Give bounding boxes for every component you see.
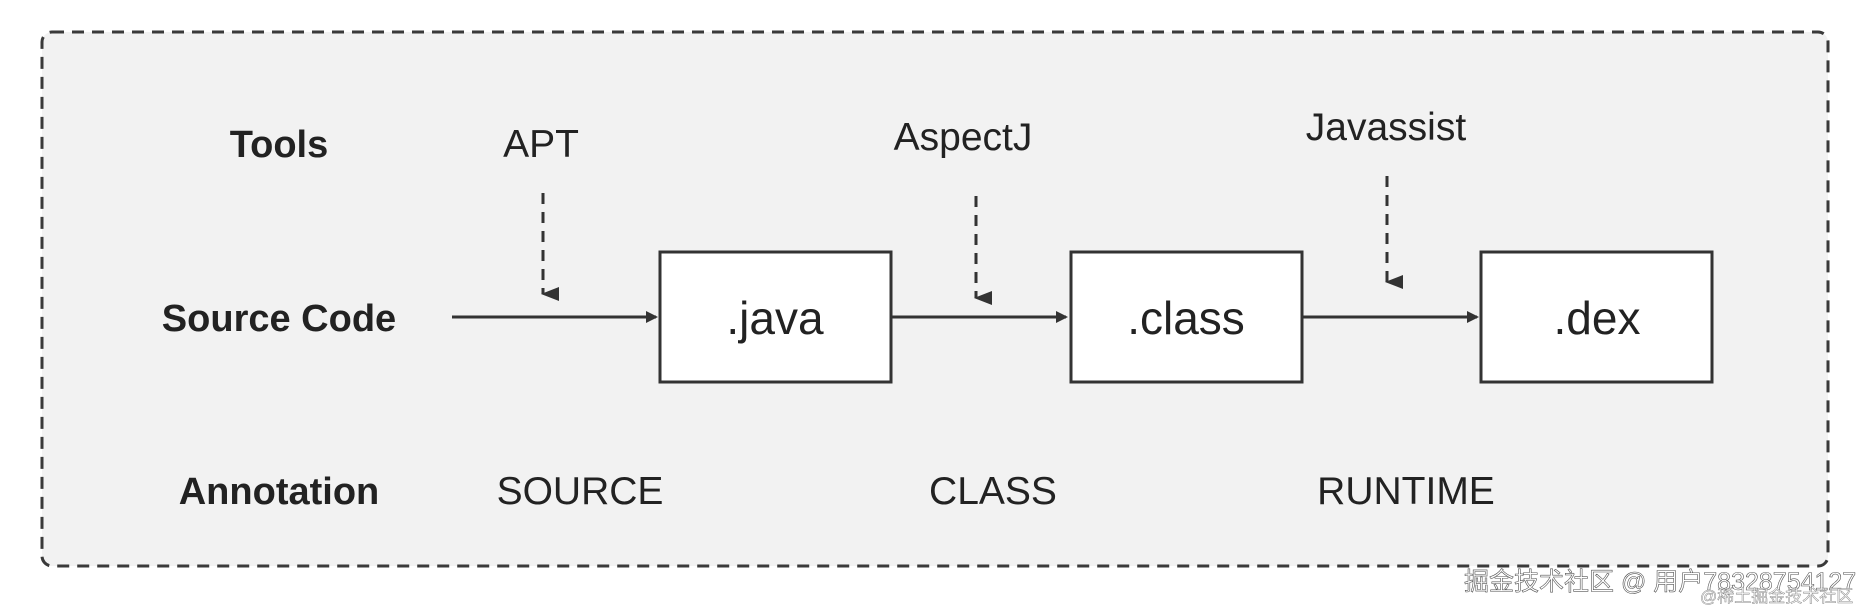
retention-label-class: CLASS — [929, 470, 1057, 513]
stage-box-java: .java — [658, 250, 893, 384]
row-label-tools: Tools — [230, 124, 329, 166]
watermark-sub: @稀土掘金技术社区 — [1700, 587, 1853, 606]
stage-label-dex: .dex — [1554, 292, 1641, 344]
retention-label-source: SOURCE — [497, 470, 664, 513]
row-label-source-code: Source Code — [162, 298, 396, 340]
tool-label-javassist: Javassist — [1306, 106, 1467, 149]
stage-label-class: .class — [1127, 292, 1245, 344]
tool-label-apt: APT — [503, 123, 579, 166]
tool-label-aspectj: AspectJ — [894, 116, 1033, 159]
row-label-annotation: Annotation — [179, 471, 380, 513]
diagram-panel — [40, 30, 1830, 568]
watermark-main: 掘金技术社区 @ 用户7832875412​7 — [1464, 568, 1856, 596]
stage-box-dex: .dex — [1479, 250, 1714, 384]
stage-label-java: .java — [726, 292, 824, 344]
retention-label-runtime: RUNTIME — [1317, 470, 1495, 513]
stage-box-class: .class — [1069, 250, 1304, 384]
